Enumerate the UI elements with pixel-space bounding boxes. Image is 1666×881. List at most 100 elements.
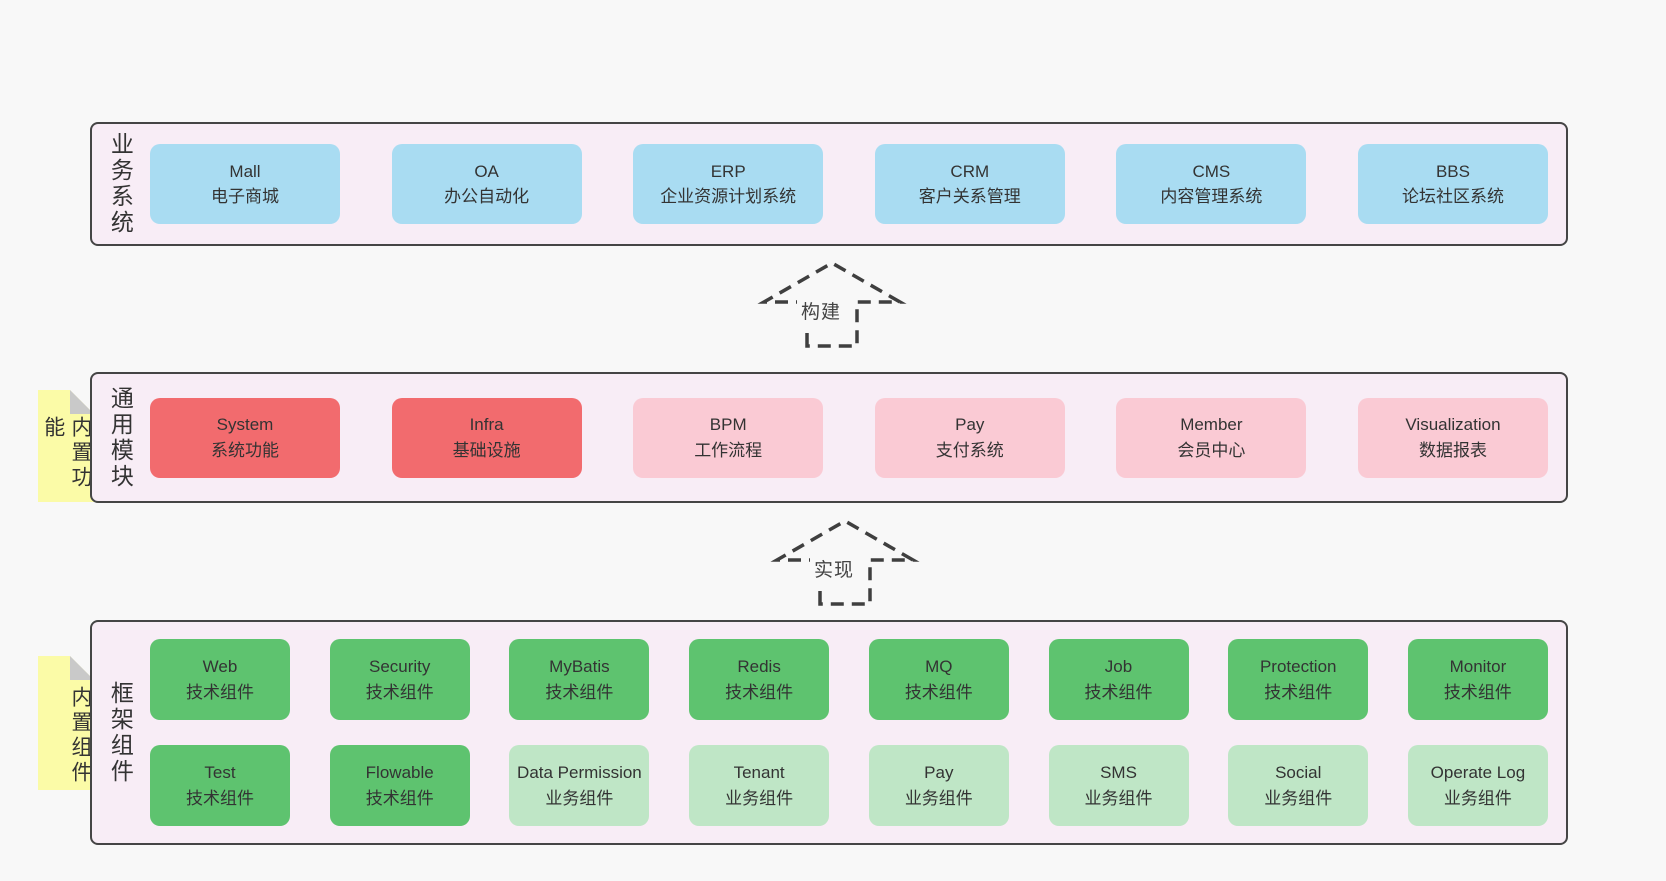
business-row: Mall 电子商城 OA 办公自动化 ERP 企业资源计划系统 CRM 客户关系… [150,144,1548,224]
box-name-line: Pay [924,763,954,782]
band-business-rows: Mall 电子商城 OA 办公自动化 ERP 企业资源计划系统 CRM 客户关系… [148,124,1566,244]
box-erp: ERP 企业资源计划系统 [633,144,824,224]
box-desc-line: 论坛社区系统 [1401,187,1504,206]
box-desc-line: 技术组件 [365,682,434,702]
box-desc-line: 系统功能 [211,440,279,460]
box-desc-line: 企业资源计划系统 [660,187,797,206]
box-desc-line: 技术组件 [1264,682,1333,702]
box-name-line: Data Permission [517,763,642,782]
box-mall: Mall 电子商城 [150,144,340,224]
box-oa: OA 办公自动化 [391,144,582,224]
box-name-line: CRM [950,161,990,181]
box-name-line: BBS [1435,161,1470,181]
box-name-line: Test [204,763,236,782]
components-row-1: Web 技术组件 Security 技术组件 MyBatis 技术组件 Redi… [150,639,1548,720]
box-name-line: ERP [710,161,746,181]
box-name-line: MQ [925,657,953,676]
box-desc-line: 办公自动化 [444,187,530,206]
box-desc-line: 数据报表 [1418,440,1487,460]
band-label-framework-components: 框架组件 [107,680,134,785]
box-name-line: SMS [1100,763,1137,782]
box-desc-line: 会员中心 [1177,440,1246,460]
box-name-line: Monitor [1449,657,1507,676]
band-label-business-systems: 业务系统 [107,132,134,236]
box-name-line: Visualization [1405,415,1501,434]
band-components-rows: Web 技术组件 Security 技术组件 MyBatis 技术组件 Redi… [148,622,1566,843]
box-redis: Redis 技术组件 [689,639,830,720]
box-system: System 系统功能 [150,397,340,478]
box-desc-line: 工作流程 [694,440,763,460]
box-desc-line: 业务组件 [904,788,973,808]
arrow-implement: 实现 [770,514,920,606]
box-operate-log: Operate Log 业务组件 [1407,745,1548,826]
box-desc-line: 支付系统 [935,440,1004,460]
box-name-line: Member [1180,415,1243,434]
box-name-line: OA [474,161,499,181]
band-modules-rows: System 系统功能 Infra 基础设施 BPM 工作流程 Pay 支付系统… [148,374,1566,501]
box-name-line: CMS [1192,161,1231,181]
box-social: Social 业务组件 [1228,745,1369,826]
box-data-permission: Data Permission 业务组件 [509,745,650,826]
box-test: Test 技术组件 [150,745,290,826]
box-desc-line: 电子商城 [211,187,279,206]
box-pay-system: Pay 支付系统 [874,397,1065,478]
box-protection: Protection 技术组件 [1228,639,1369,720]
box-desc-line: 业务组件 [1084,788,1153,808]
box-desc-line: 内容管理系统 [1160,187,1263,206]
box-desc-line: 技术组件 [545,682,614,702]
box-cms: CMS 内容管理系统 [1116,144,1307,224]
box-name-line: Infra [469,415,504,434]
sticky-builtin-features: 内置功能 [38,390,94,502]
box-mybatis: MyBatis 技术组件 [509,639,650,720]
box-job: Job 技术组件 [1048,639,1189,720]
box-name-line: Tenant [733,763,785,782]
box-security: Security 技术组件 [329,639,470,720]
box-desc-line: 技术组件 [1084,682,1153,702]
box-crm: CRM 客户关系管理 [874,144,1065,224]
box-bbs: BBS 论坛社区系统 [1357,144,1548,224]
box-desc-line: 技术组件 [725,682,794,702]
arrow-implement-label: 实现 [810,554,859,583]
box-mq: MQ 技术组件 [868,639,1009,720]
box-name-line: System [216,415,274,434]
box-desc-line: 技术组件 [904,682,973,702]
box-desc-line: 技术组件 [186,682,254,702]
box-desc-line: 基础设施 [452,440,521,460]
box-bpm: BPM 工作流程 [633,397,824,478]
arrow-build-label: 构建 [797,296,846,325]
box-tenant: Tenant 业务组件 [689,745,830,826]
box-sms: SMS 业务组件 [1048,745,1189,826]
modules-row: System 系统功能 Infra 基础设施 BPM 工作流程 Pay 支付系统… [150,397,1548,478]
band-business-systems: 业务系统 Mall 电子商城 OA 办公自动化 ERP 企业资源计划系统 CRM… [90,122,1568,246]
box-desc-line: 业务组件 [725,788,794,808]
box-desc-line: 技术组件 [1443,682,1512,702]
box-name-line: Social [1275,763,1322,782]
box-desc-line: 技术组件 [186,788,254,808]
box-flowable: Flowable 技术组件 [329,745,470,826]
box-name-line: Flowable [365,763,434,782]
components-row-2: Test 技术组件 Flowable 技术组件 Data Permission … [150,745,1548,826]
box-web: Web 技术组件 [150,639,290,720]
box-name-line: BPM [709,415,747,434]
box-monitor: Monitor 技术组件 [1407,639,1548,720]
box-name-line: Mall [229,161,261,181]
box-name-line: Job [1104,657,1133,676]
box-name-line: Redis [737,657,781,676]
arrow-build: 构建 [757,256,907,348]
box-infra: Infra 基础设施 [391,397,582,478]
box-visualization: Visualization 数据报表 [1357,397,1548,478]
box-pay-component: Pay 业务组件 [868,745,1009,826]
box-desc-line: 业务组件 [1443,788,1512,808]
box-desc-line: 业务组件 [1264,788,1333,808]
band-label-common-modules: 通用模块 [107,385,134,490]
box-desc-line: 业务组件 [545,788,614,808]
box-name-line: Security [368,657,431,676]
box-name-line: Operate Log [1430,763,1526,782]
band-framework-components: 框架组件 Web 技术组件 Security 技术组件 MyBatis 技术组件… [90,620,1568,845]
box-name-line: Pay [955,415,985,434]
box-desc-line: 客户关系管理 [918,187,1021,206]
box-name-line: Protection [1259,657,1337,676]
band-common-modules: 通用模块 System 系统功能 Infra 基础设施 BPM 工作流程 Pay… [90,372,1568,503]
box-desc-line: 技术组件 [365,788,434,808]
box-name-line: MyBatis [549,657,610,676]
